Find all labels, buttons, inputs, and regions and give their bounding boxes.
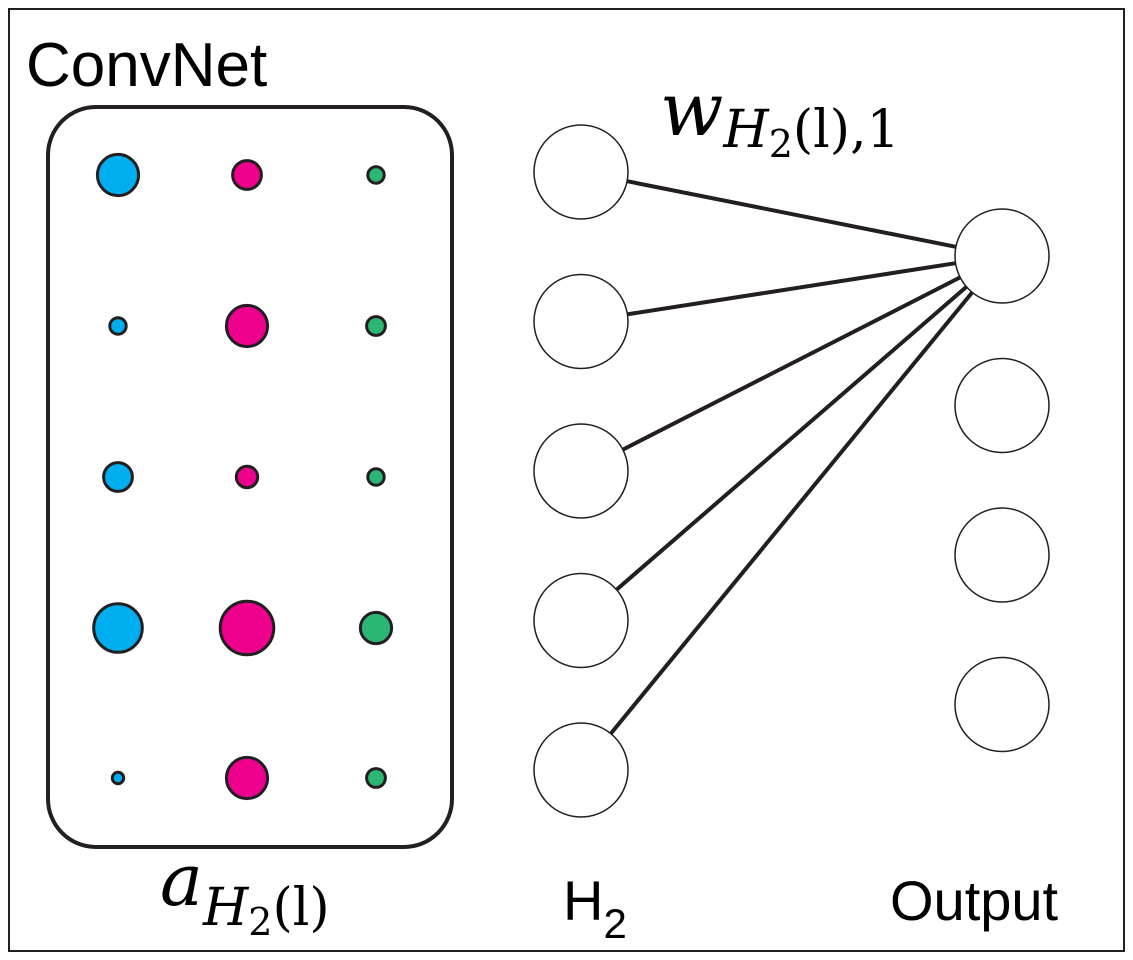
activation-dot-r4-c2 [218, 599, 276, 657]
connection-h5-o1 [609, 291, 974, 735]
hidden-node-2 [533, 273, 629, 370]
activation-dot-r2-c2 [224, 303, 270, 349]
activation-dot-r2-c1 [108, 316, 128, 336]
activation-dot-r5-c3 [365, 767, 387, 789]
connection-h4-o1 [615, 285, 968, 592]
hidden-node-5 [533, 722, 629, 818]
output-node-1 [954, 208, 1050, 304]
convnet-box [46, 105, 454, 849]
convnet-title: ConvNet [26, 31, 267, 100]
hidden-node-4 [533, 572, 629, 669]
activation-dot-r5-c1 [110, 770, 126, 786]
hidden-node-3 [533, 423, 629, 519]
connection-h3-o1 [621, 275, 962, 452]
activation-dot-r4-c3 [358, 610, 394, 646]
output-node-4 [954, 656, 1050, 753]
activation-dot-r3-c1 [102, 461, 134, 493]
activation-dot-r4-c1 [92, 602, 144, 654]
activation-dot-r3-c3 [366, 467, 386, 487]
output-layer-label: Output [890, 869, 1059, 932]
connections [609, 179, 974, 735]
output-node-3 [954, 507, 1050, 603]
activation-dot-r1-c3 [366, 165, 386, 185]
hidden-node-1 [533, 124, 629, 220]
hidden-layer-label: H2 [563, 869, 627, 947]
activation-dot-r5-c2 [224, 755, 270, 801]
activation-dot-r3-c2 [234, 464, 260, 490]
activation-grid [92, 152, 394, 801]
activation-dot-r1-c2 [231, 159, 263, 191]
hidden-layer [533, 124, 629, 818]
weight-label: wH2(l),1 [660, 67, 900, 166]
activation-dot-r2-c3 [365, 315, 387, 337]
connection-h2-o1 [627, 261, 956, 317]
outer-frame [8, 8, 1125, 952]
output-node-2 [954, 357, 1050, 454]
output-layer [954, 208, 1050, 753]
activation-label: aH2(l) [160, 838, 330, 944]
activation-dot-r1-c1 [95, 152, 141, 198]
connection-h1-o1 [626, 179, 957, 249]
